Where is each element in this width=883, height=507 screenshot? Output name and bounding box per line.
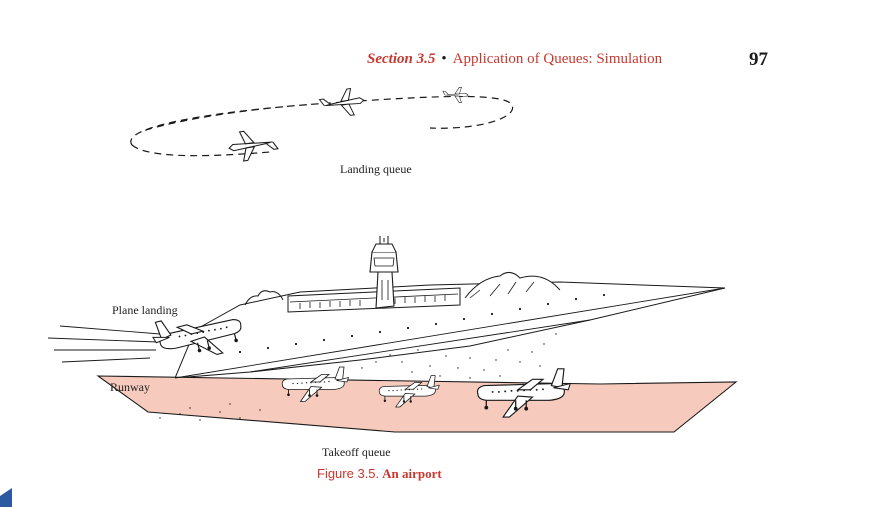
plane-landing-label: Plane landing (112, 303, 178, 317)
landing-plane-motion-lines (47, 325, 161, 363)
figure-number: Figure 3.5. (317, 466, 380, 481)
section-title: Application of Queues: Simulation (452, 51, 663, 67)
hills-left (244, 290, 284, 306)
terminal-building (287, 287, 461, 313)
control-tower (369, 236, 399, 309)
taxiway-edge (174, 287, 726, 379)
circling-plane-2 (442, 87, 469, 103)
landing-queue-label: Landing queue (340, 162, 412, 176)
landing-queue-orbit (130, 95, 514, 157)
circling-plane-3 (226, 126, 280, 164)
takeoff-queue-label: Takeoff queue (322, 445, 391, 459)
stipple-texture (159, 333, 557, 421)
running-header: Section 3.5 • Application of Queues: Simul… (367, 49, 787, 72)
section-heading: Section 3.5 • Application of Queues: Simul… (367, 51, 662, 68)
bullet-separator: • (441, 51, 447, 67)
figure-caption: Figure 3.5.An airport (317, 466, 442, 482)
runway-label: Runway (110, 380, 150, 394)
runway (96, 375, 738, 433)
figure-title: An airport (382, 466, 442, 481)
runway-lights (238, 293, 606, 354)
page-number: 97 (749, 49, 768, 70)
hills-right (464, 272, 561, 299)
circling-plane-1 (318, 86, 367, 120)
section-number: Section 3.5 (367, 51, 436, 67)
page-corner-marker (0, 488, 12, 507)
